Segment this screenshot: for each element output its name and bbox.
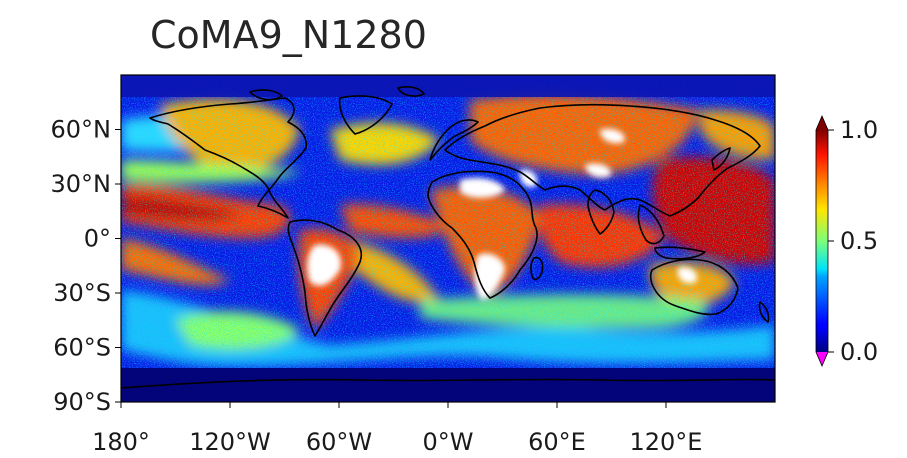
coast-europe-outline (429, 119, 479, 161)
coast-india (587, 189, 615, 235)
x-tick-label: 120°W (189, 428, 271, 456)
antarctic-dark-band (121, 368, 775, 402)
x-tick-label: 180° (92, 428, 150, 456)
colorbar-tick-label: 0.5 (840, 227, 878, 255)
x-tick-label: 0°W (423, 428, 474, 456)
no-data-central-asia (600, 128, 625, 144)
coast-southeast-asia (637, 204, 665, 245)
coast-new-zealand (758, 301, 770, 323)
coast-greenland (338, 95, 393, 135)
map-panel (121, 75, 775, 402)
coast-antarctica (121, 378, 775, 389)
speckle-layer (121, 75, 775, 402)
coast-north-america (149, 97, 308, 219)
colorbar-ticks: 1.0 0.5 0.0 (828, 116, 878, 366)
colorbar-under-extension (816, 352, 828, 366)
x-tick-label: 60°W (306, 428, 372, 456)
coast-eurasia (444, 103, 761, 217)
no-data-south-america (307, 244, 341, 286)
y-axis: 60°N 30°N 0° 30°S 60°S 90°S (51, 116, 121, 416)
coast-arctic-islands (249, 86, 425, 101)
coastlines (121, 86, 775, 389)
coast-japan (711, 147, 731, 171)
y-tick-label: 90°S (53, 388, 111, 416)
y-tick-label: 0° (84, 225, 111, 253)
no-data-tibet (585, 163, 611, 178)
no-data-australia (677, 267, 697, 284)
x-tick-label: 120°E (630, 428, 703, 456)
colorbar-over-extension (816, 116, 828, 130)
x-axis: 180° 120°W 60°W 0°W 60°E 120°E (92, 402, 702, 456)
arctic-dark-band (121, 75, 775, 97)
colorbar: 1.0 0.5 0.0 (815, 114, 878, 368)
y-tick-label: 60°S (53, 334, 111, 362)
coast-madagascar (530, 256, 544, 281)
colorbar-tick-label: 1.0 (840, 116, 878, 144)
no-data-sahara (460, 178, 505, 198)
coast-indonesia (654, 246, 706, 260)
chart-title: CoMA9_N1280 (150, 13, 427, 57)
colorbar-body (816, 130, 828, 352)
coast-south-america (287, 219, 362, 337)
y-tick-label: 30°N (51, 170, 112, 198)
no-data-regions (307, 128, 697, 300)
coast-africa (427, 170, 538, 299)
y-tick-label: 60°N (51, 116, 112, 144)
x-tick-label: 60°E (528, 428, 586, 456)
y-tick-label: 30°S (53, 279, 111, 307)
coast-australia (649, 258, 739, 316)
colorbar-tick-label: 0.0 (840, 338, 878, 366)
